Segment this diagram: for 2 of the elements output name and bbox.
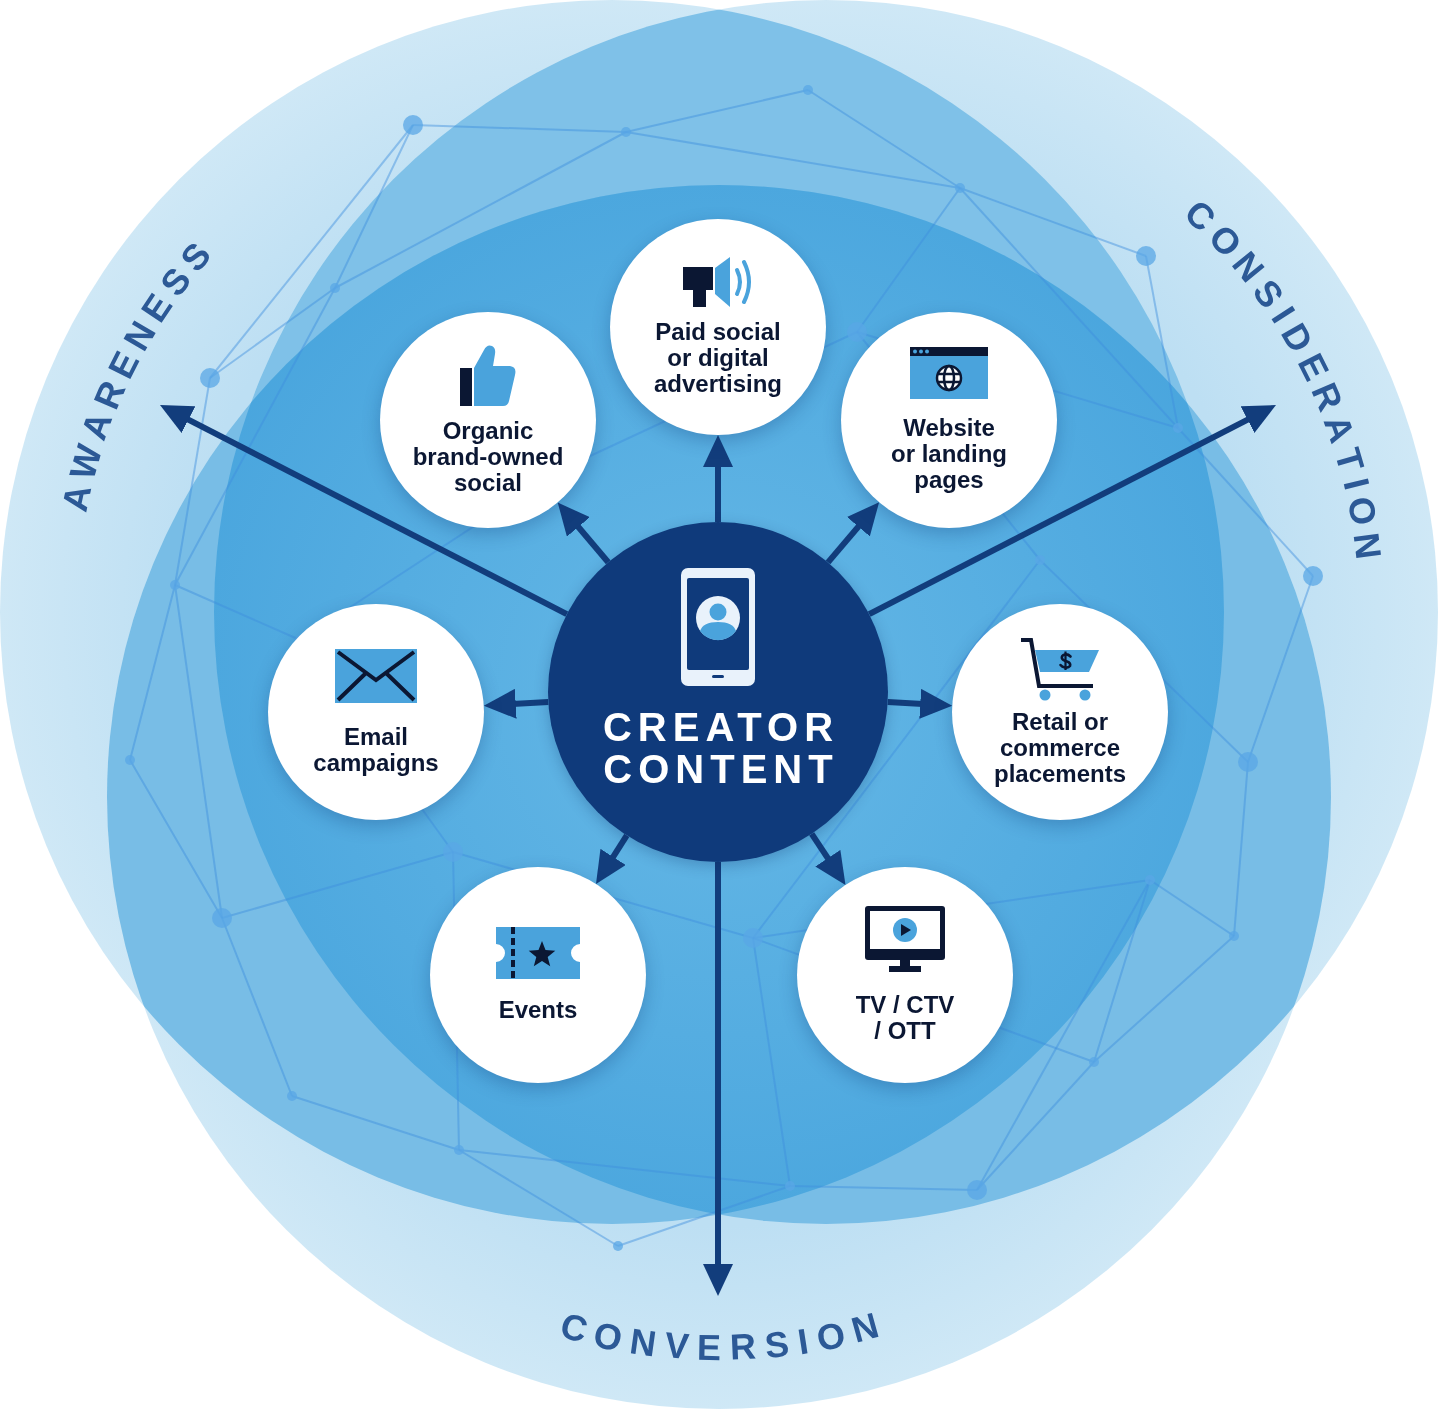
stage-label: AWARENESS (46, 226, 227, 529)
stage-label: CONVERSION (543, 1298, 896, 1378)
